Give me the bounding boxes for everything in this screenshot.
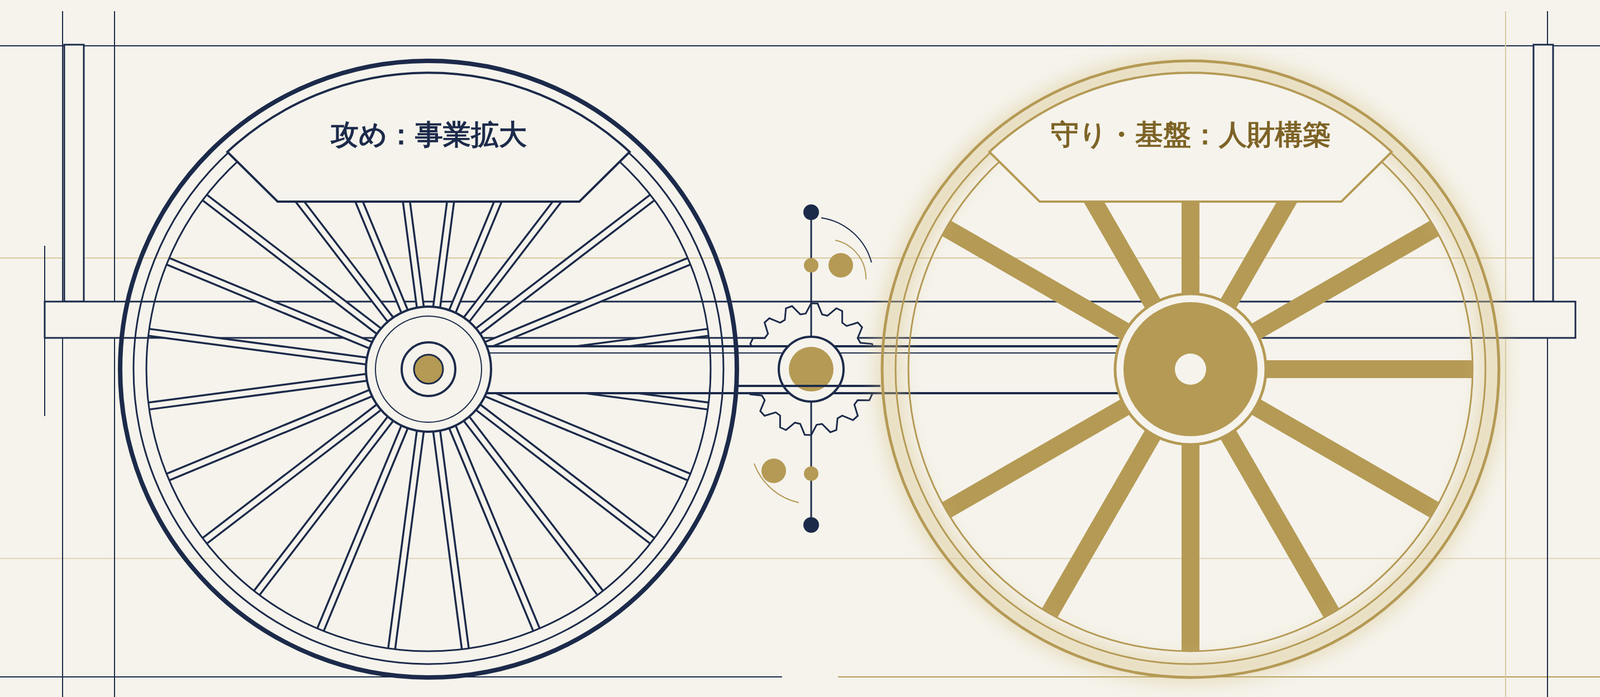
right-hub <box>1115 293 1266 445</box>
wheel-rim <box>880 59 1501 680</box>
spoke <box>1049 427 1158 614</box>
spoke <box>451 426 537 631</box>
wheel-rim <box>118 59 739 680</box>
rim-ring <box>120 60 737 678</box>
gear-hub <box>778 336 844 402</box>
axle-connector <box>738 384 881 388</box>
spoke <box>1248 402 1435 511</box>
rim-ring <box>882 60 1499 678</box>
spoke <box>946 228 1133 337</box>
spoke <box>1181 436 1200 652</box>
spoke-inner <box>391 430 421 650</box>
foundation-wheel: 守り・基盤：人財構築 <box>880 59 1501 680</box>
spoke <box>391 430 421 650</box>
spoke-inner <box>148 377 368 407</box>
spoke-inner <box>167 392 372 478</box>
spoke <box>167 392 372 478</box>
spoke <box>946 402 1133 511</box>
banner-label: 守り・基盤：人財構築 <box>880 117 1501 152</box>
spoke-inner <box>148 332 368 362</box>
banner <box>227 72 630 202</box>
spoke <box>436 430 466 650</box>
attack-wheel: 攻め：事業拡大 <box>118 59 739 680</box>
glow <box>888 67 1493 671</box>
left-hub <box>365 306 492 432</box>
spoke-inner <box>436 430 466 650</box>
spoke <box>1248 228 1435 337</box>
spoke-inner <box>485 261 690 346</box>
banner <box>989 72 1392 202</box>
spoke <box>148 332 368 362</box>
banner-label: 攻め：事業拡大 <box>118 117 739 152</box>
spoke <box>1257 360 1473 379</box>
blueprint-frame <box>0 11 1600 697</box>
spoke <box>148 377 368 407</box>
spoke <box>485 261 690 346</box>
spoke <box>1224 427 1332 614</box>
spoke-inner <box>451 426 537 631</box>
